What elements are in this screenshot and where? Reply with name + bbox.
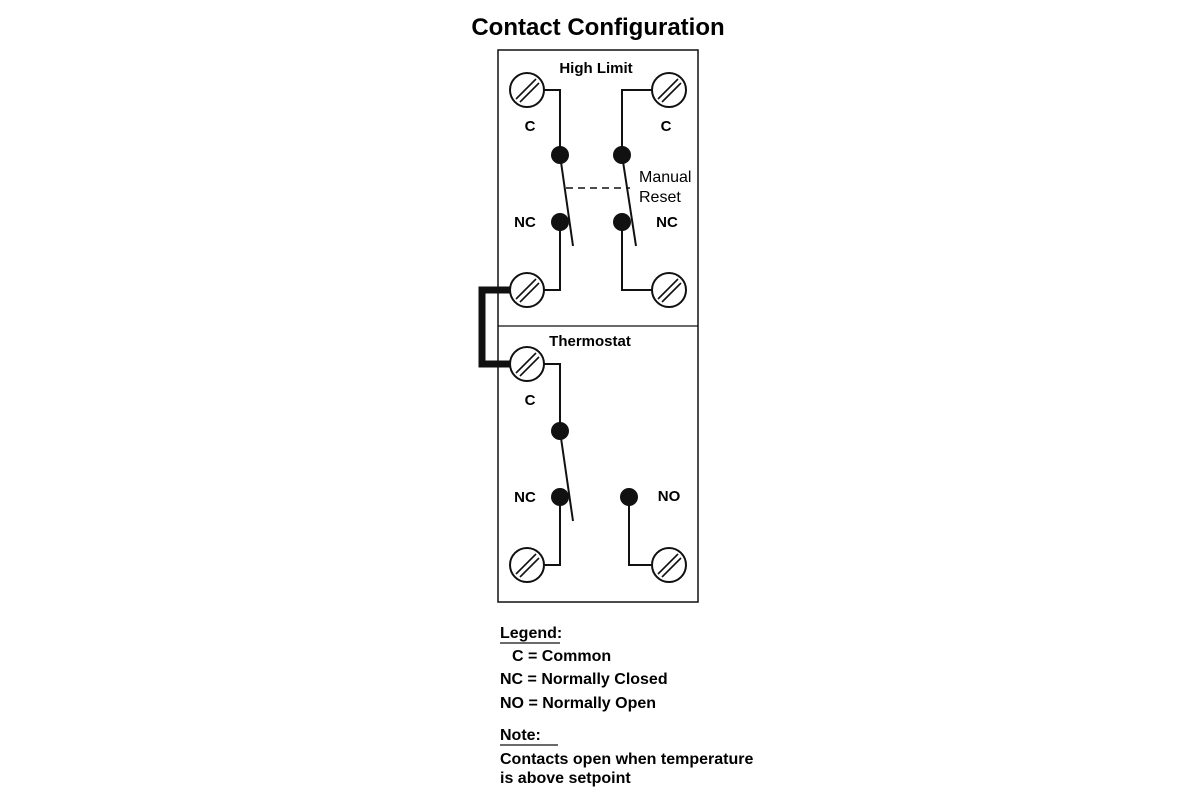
thermostat-section: Thermostat C NC NO [509, 333, 687, 583]
manual-reset-label-line1: Manual [639, 169, 691, 186]
hl-left-nc-screw-icon [509, 272, 545, 308]
th-nc-contact [551, 488, 569, 506]
hl-right-nc-screw-icon [651, 272, 687, 308]
thermostat-heading: Thermostat [549, 333, 631, 350]
th-switch-blade [559, 430, 574, 522]
legend-entry-normally-open: NO = Normally Open [500, 695, 656, 712]
hl-right-common-screw-icon [651, 72, 687, 108]
note: Note: Contacts open when temperature is … [500, 727, 753, 787]
hl-right-switch-blade [621, 154, 637, 247]
manual-reset-label-line2: Reset [639, 189, 681, 206]
hl-left-nc-wire [544, 222, 561, 291]
hl-right-nc-wire [621, 222, 652, 291]
jumper-wire [478, 286, 510, 368]
th-no-contact [620, 488, 638, 506]
note-text-line2: is above setpoint [500, 770, 631, 787]
th-no-wire [628, 497, 652, 566]
th-nc-wire [544, 497, 561, 566]
th-nc-label: NC [514, 489, 536, 506]
hl-right-common-label: C [661, 118, 672, 135]
hl-left-nc-label: NC [514, 214, 536, 231]
hl-right-common-contact [613, 146, 631, 164]
legend: Legend: C = Common NC = Normally Closed … [500, 625, 668, 712]
hl-left-common-screw-icon [509, 72, 545, 108]
note-text-line1: Contacts open when temperature [500, 751, 753, 768]
legend-entry-normally-closed: NC = Normally Closed [500, 671, 668, 688]
diagram-title: Contact Configuration [471, 14, 724, 41]
th-common-contact [551, 422, 569, 440]
hl-left-switch-blade [559, 154, 574, 247]
hl-right-nc-contact [613, 213, 631, 231]
th-no-screw-icon [651, 547, 687, 583]
hl-right-nc-label: NC [656, 214, 678, 231]
th-common-wire [544, 363, 561, 431]
th-common-screw-icon [509, 346, 545, 382]
hl-left-common-label: C [525, 118, 536, 135]
hl-right-common-wire [621, 89, 652, 155]
note-heading: Note: [500, 727, 541, 744]
high-limit-heading: High Limit [559, 60, 632, 77]
hl-left-nc-contact [551, 213, 569, 231]
hl-left-common-contact [551, 146, 569, 164]
high-limit-section: High Limit Manual Reset C C NC NC [509, 60, 691, 308]
th-nc-screw-icon [509, 547, 545, 583]
legend-entry-common: C = Common [512, 648, 611, 665]
legend-heading: Legend: [500, 625, 562, 642]
th-common-label: C [525, 392, 536, 409]
hl-left-common-wire [544, 89, 561, 155]
th-no-label: NO [658, 488, 681, 505]
